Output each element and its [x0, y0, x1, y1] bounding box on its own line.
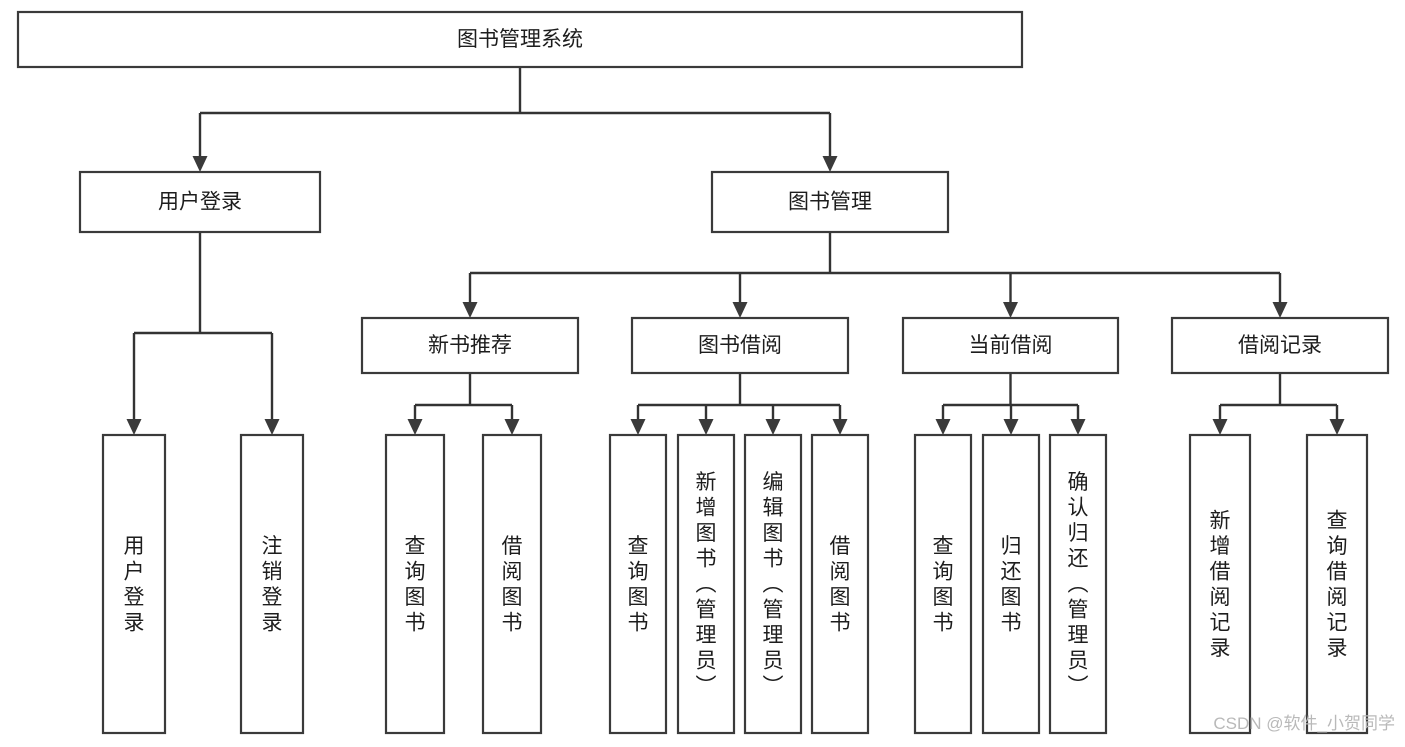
node-leaf-2[interactable]: 查询图书 — [384, 433, 446, 735]
node-box — [743, 433, 803, 735]
node-level2-0[interactable]: 用户登录 — [78, 170, 322, 234]
node-level3-0[interactable]: 新书推荐 — [360, 316, 580, 375]
node-box — [608, 433, 668, 735]
arrow-head-icon — [732, 302, 748, 318]
node-box — [360, 316, 580, 375]
branch-yhdl-to-leaves — [126, 232, 280, 435]
node-label: 查询图书 — [933, 535, 954, 635]
node-box — [810, 433, 870, 735]
branch-3-to-leaves — [1212, 373, 1345, 435]
node-box — [710, 170, 950, 234]
node-box — [901, 316, 1120, 375]
node-label: 确认归还︵管理员︶ — [1068, 471, 1089, 698]
node-level3-2[interactable]: 当前借阅 — [901, 316, 1120, 375]
node-level2-1[interactable]: 图书管理 — [710, 170, 950, 234]
node-box — [239, 433, 305, 735]
node-leaf-4[interactable]: 查询图书 — [608, 433, 668, 735]
node-level3-3[interactable]: 借阅记录 — [1170, 316, 1390, 375]
node-label: 借阅记录 — [1238, 334, 1322, 357]
branch-1-to-leaves — [630, 373, 848, 435]
arrow-head-icon — [192, 156, 208, 172]
arrow-head-icon — [822, 156, 838, 172]
arrow-head-icon — [1212, 419, 1228, 435]
node-label: 新增图书︵管理员︶ — [696, 471, 717, 698]
node-leaf-7[interactable]: 借阅图书 — [810, 433, 870, 735]
node-leaf-11[interactable]: 新增借阅记录 — [1188, 433, 1252, 735]
node-leaf-1[interactable]: 注销登录 — [239, 433, 305, 735]
arrow-head-icon — [407, 419, 423, 435]
node-label: 归还图书 — [1001, 535, 1022, 635]
node-label: 借阅图书 — [830, 535, 851, 635]
node-box — [1048, 433, 1108, 735]
node-leaf-6[interactable]: 编辑图书︵管理员︶ — [743, 433, 803, 735]
node-box — [481, 433, 543, 735]
arrow-head-icon — [698, 419, 714, 435]
arrow-head-icon — [462, 302, 478, 318]
node-box — [78, 170, 322, 234]
node-label: 图书借阅 — [698, 334, 782, 357]
csdn-watermark: CSDN @软件_小贺同学 — [1213, 714, 1395, 733]
node-label: 查询图书 — [628, 535, 649, 635]
node-leaf-0[interactable]: 用户登录 — [101, 433, 167, 735]
node-level3-1[interactable]: 图书借阅 — [630, 316, 850, 375]
node-leaf-5[interactable]: 新增图书︵管理员︶ — [676, 433, 736, 735]
arrow-head-icon — [832, 419, 848, 435]
node-layer: 图书管理系统用户登录图书管理新书推荐图书借阅当前借阅借阅记录用户登录注销登录查询… — [16, 10, 1390, 735]
node-leaf-3[interactable]: 借阅图书 — [481, 433, 543, 735]
node-label: 当前借阅 — [969, 334, 1053, 357]
node-box — [384, 433, 446, 735]
node-label: 用户登录 — [158, 191, 242, 214]
node-box — [1305, 433, 1369, 735]
node-box — [16, 10, 1024, 69]
node-label: 图书管理系统 — [457, 28, 583, 51]
node-box — [981, 433, 1041, 735]
connector-layer — [126, 67, 1345, 435]
node-label: 查询借阅记录 — [1327, 509, 1348, 660]
node-label: 新书推荐 — [428, 334, 512, 357]
node-leaf-9[interactable]: 归还图书 — [981, 433, 1041, 735]
node-label: 用户登录 — [124, 535, 145, 635]
arrow-head-icon — [504, 419, 520, 435]
arrow-head-icon — [1329, 419, 1345, 435]
node-leaf-8[interactable]: 查询图书 — [913, 433, 973, 735]
node-box — [676, 433, 736, 735]
arrow-head-icon — [1070, 419, 1086, 435]
node-label: 新增借阅记录 — [1210, 509, 1231, 660]
node-label: 图书管理 — [788, 191, 872, 214]
branch-2-to-leaves — [935, 373, 1086, 435]
arrow-head-icon — [630, 419, 646, 435]
node-label: 编辑图书︵管理员︶ — [763, 471, 784, 698]
arrow-head-icon — [765, 419, 781, 435]
node-leaf-10[interactable]: 确认归还︵管理员︶ — [1048, 433, 1108, 735]
arrow-head-icon — [1003, 419, 1019, 435]
arrow-head-icon — [126, 419, 142, 435]
arrow-head-icon — [1003, 302, 1018, 318]
node-label: 注销登录 — [262, 535, 283, 635]
node-box — [1170, 316, 1390, 375]
node-label: 借阅图书 — [502, 535, 523, 635]
node-box — [630, 316, 850, 375]
branch-root-to-level2 — [192, 67, 838, 172]
arrow-head-icon — [264, 419, 280, 435]
node-box — [101, 433, 167, 735]
node-label: 查询图书 — [405, 535, 426, 635]
arrow-head-icon — [935, 419, 951, 435]
node-leaf-12[interactable]: 查询借阅记录 — [1305, 433, 1369, 735]
arrow-head-icon — [1272, 302, 1288, 318]
node-root-0[interactable]: 图书管理系统 — [16, 10, 1024, 69]
branch-tsgl-to-level3 — [462, 232, 1288, 318]
node-box — [1188, 433, 1252, 735]
branch-0-to-leaves — [407, 373, 520, 435]
node-box — [913, 433, 973, 735]
